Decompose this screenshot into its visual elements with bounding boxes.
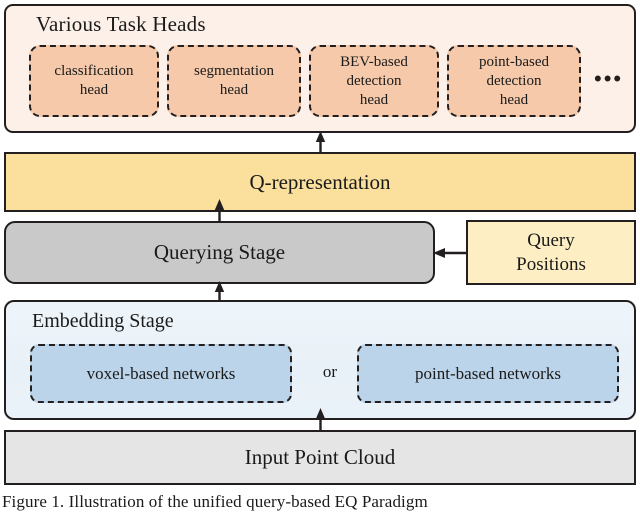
q-representation-label: Q-representation xyxy=(249,169,391,194)
task-head-bev-detection-label: BEV-based detection head xyxy=(340,53,408,108)
task-head-classification-label: classification head xyxy=(54,63,134,98)
ellipsis-icon: ••• xyxy=(594,66,624,91)
embedding-stage-title: Embedding Stage xyxy=(32,310,174,332)
querying-stage-label: Querying Stage xyxy=(153,240,286,264)
querying-stage-box[interactable]: Querying Stage xyxy=(4,221,435,284)
task-head-bev-detection[interactable]: BEV-based detection head xyxy=(309,45,439,117)
or-separator-label: or xyxy=(322,362,338,381)
query-positions-label: Query Positions xyxy=(516,229,586,275)
voxel-based-networks-label: voxel-based networks xyxy=(86,363,236,383)
point-based-networks-label: point-based networks xyxy=(415,363,561,383)
q-representation-box[interactable]: Q-representation xyxy=(4,152,636,212)
task-head-segmentation[interactable]: segmentation head xyxy=(167,45,301,117)
task-head-segmentation-label: segmentation head xyxy=(194,63,274,98)
voxel-based-networks-box[interactable]: voxel-based networks xyxy=(30,344,292,403)
embedding-stage-panel: Embedding Stage voxel-based networks or … xyxy=(4,300,636,420)
task-heads-panel: Various Task Heads classification head s… xyxy=(4,4,636,133)
input-point-cloud-box[interactable]: Input Point Cloud xyxy=(4,430,636,485)
point-based-networks-box[interactable]: point-based networks xyxy=(357,344,619,403)
arrow-querying-stage-to-q-representation xyxy=(212,199,227,223)
task-head-classification[interactable]: classification head xyxy=(29,45,159,117)
query-positions-box[interactable]: Query Positions xyxy=(466,220,636,285)
figure-caption: Figure 1. Illustration of the unified qu… xyxy=(2,492,428,511)
arrow-query-positions-to-querying-stage xyxy=(433,245,468,261)
input-point-cloud-label: Input Point Cloud xyxy=(244,445,396,469)
arrow-input-to-embedding-stage xyxy=(313,408,328,431)
task-head-point-detection-label: point-based detection head xyxy=(479,53,549,108)
arrow-q-representation-to-task-heads xyxy=(313,131,328,154)
task-heads-title: Various Task Heads xyxy=(36,12,206,36)
task-head-point-detection[interactable]: point-based detection head xyxy=(447,45,581,117)
